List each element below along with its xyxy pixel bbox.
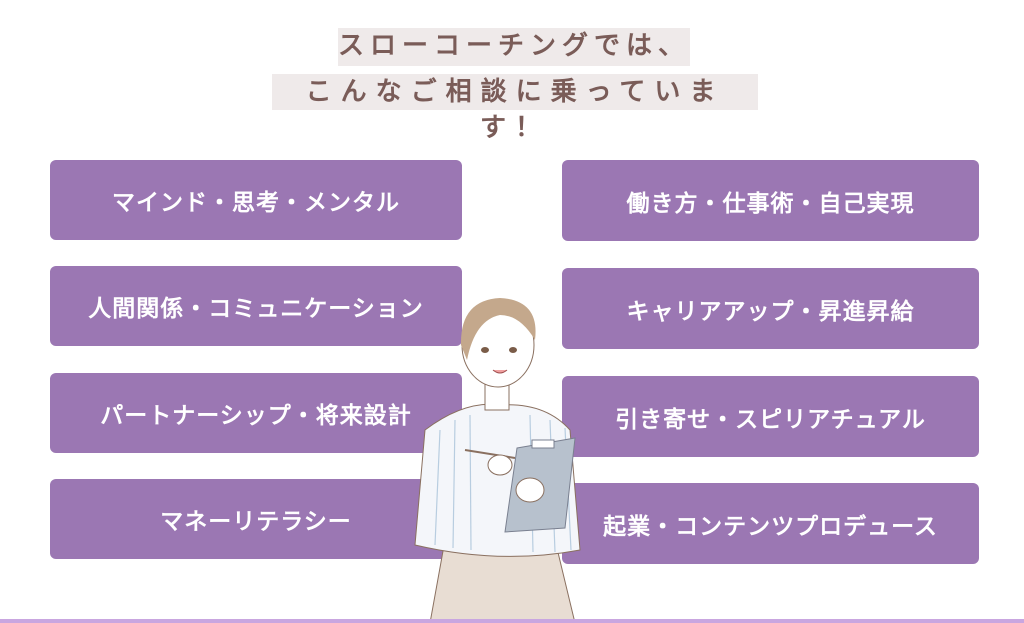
topic-card: キャリアアップ・昇進昇給	[562, 268, 979, 349]
topic-card: 働き方・仕事術・自己実現	[562, 160, 979, 241]
topic-card: 人間関係・コミュニケーション	[50, 266, 462, 346]
heading-line-1: スローコーチングでは、	[338, 28, 690, 66]
heading-line-2: こんなご相談に乗っています！	[272, 74, 758, 143]
topic-card: 引き寄せ・スピリアチュアル	[562, 376, 979, 457]
topic-card: マインド・思考・メンタル	[50, 160, 462, 240]
woman-illustration	[414, 298, 581, 623]
topic-card: パートナーシップ・将来設計	[50, 373, 462, 453]
topic-card: 起業・コンテンツプロデュース	[562, 483, 979, 564]
topic-card: マネーリテラシー	[50, 479, 462, 559]
bottom-border	[0, 619, 1024, 623]
